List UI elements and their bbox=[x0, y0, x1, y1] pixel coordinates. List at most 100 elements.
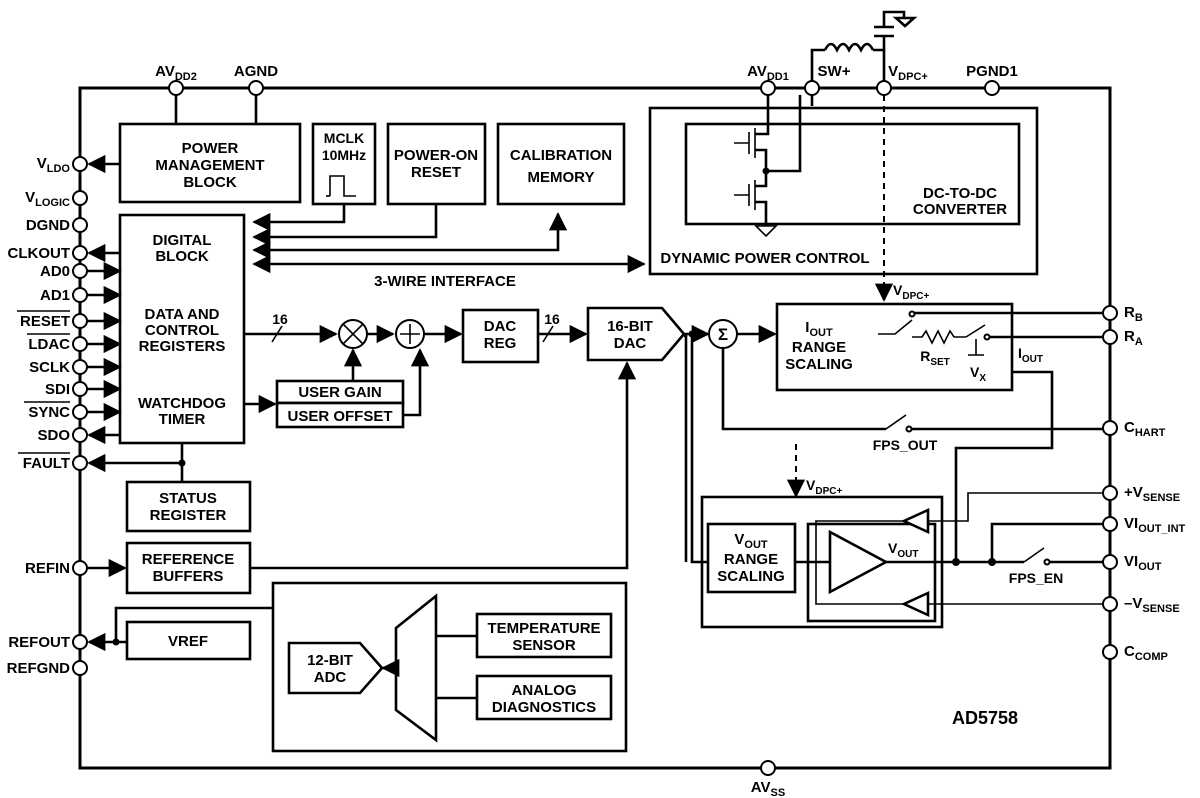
pin-viout: VIOUT bbox=[1102, 553, 1162, 573]
svg-text:RB: RB bbox=[1124, 304, 1143, 324]
pin-vlogic: VLOGIC bbox=[25, 189, 88, 209]
svg-text:CALIBRATION: CALIBRATION bbox=[510, 147, 612, 164]
svg-text:PGND1: PGND1 bbox=[966, 63, 1018, 80]
user-gain-block: USER GAIN bbox=[275, 379, 405, 405]
pin-refgnd: REFGND bbox=[7, 660, 88, 677]
power-on-reset-block: POWER-ON RESET bbox=[386, 122, 487, 206]
multiplier-node bbox=[338, 319, 368, 349]
svg-text:CONVERTER: CONVERTER bbox=[913, 201, 1007, 218]
status-register-block: STATUS REGISTER bbox=[125, 480, 252, 533]
svg-text:DIGITAL: DIGITAL bbox=[153, 232, 212, 249]
bus-width-label-2: 16 bbox=[544, 311, 560, 327]
svg-text:REGISTERS: REGISTERS bbox=[139, 338, 226, 355]
calibration-memory-block: CALIBRATION MEMORY bbox=[496, 122, 626, 206]
svg-text:MCLK: MCLK bbox=[324, 130, 364, 146]
svg-text:16-BIT: 16-BIT bbox=[607, 318, 653, 335]
vdpc-plus-label-2: VDPC+ bbox=[806, 477, 842, 497]
svg-text:REFGND: REFGND bbox=[7, 660, 71, 677]
svg-text:SYNC: SYNC bbox=[28, 404, 70, 421]
pin-ad1: AD1 bbox=[40, 287, 88, 304]
user-offset-block: USER OFFSET bbox=[275, 401, 405, 429]
svg-text:LDAC: LDAC bbox=[28, 336, 70, 353]
svg-text:ANALOG: ANALOG bbox=[512, 682, 577, 699]
svg-text:DATA AND: DATA AND bbox=[145, 306, 220, 323]
summing-node: Σ bbox=[708, 319, 738, 349]
svg-text:BUFFERS: BUFFERS bbox=[153, 568, 224, 585]
svg-text:AVDD2: AVDD2 bbox=[155, 63, 197, 83]
svg-text:FPS_EN: FPS_EN bbox=[1009, 570, 1063, 586]
svg-text:+VSENSE: +VSENSE bbox=[1124, 484, 1180, 504]
svg-text:VIOUT: VIOUT bbox=[1124, 553, 1162, 573]
pin-refin: REFIN bbox=[25, 560, 88, 577]
svg-text:DIAGNOSTICS: DIAGNOSTICS bbox=[492, 699, 596, 716]
pin-avss: AVSS bbox=[751, 760, 785, 798]
svg-text:CLKOUT: CLKOUT bbox=[8, 245, 71, 262]
pin-ldac: LDAC bbox=[27, 333, 88, 353]
svg-text:VOUT: VOUT bbox=[734, 531, 768, 551]
svg-text:SDI: SDI bbox=[45, 381, 70, 398]
pin-avdd2: AVDD2 bbox=[155, 63, 197, 96]
pin-sdi: SDI bbox=[45, 381, 88, 398]
svg-text:USER OFFSET: USER OFFSET bbox=[287, 408, 392, 425]
svg-text:REFERENCE: REFERENCE bbox=[142, 551, 235, 568]
mclk-block: MCLK 10MHz bbox=[311, 122, 377, 206]
svg-text:BLOCK: BLOCK bbox=[155, 248, 208, 265]
external-capacitor bbox=[874, 10, 918, 50]
pin-refout: REFOUT bbox=[8, 634, 88, 651]
digital-block: DIGITAL BLOCK DATA AND CONTROL REGISTERS… bbox=[118, 213, 246, 445]
svg-text:10MHz: 10MHz bbox=[322, 147, 366, 163]
svg-text:DGND: DGND bbox=[26, 217, 70, 234]
svg-text:POWER-ON: POWER-ON bbox=[394, 147, 478, 164]
pin-rb: RB bbox=[1102, 304, 1143, 324]
svg-text:SW+: SW+ bbox=[818, 63, 851, 80]
svg-text:MANAGEMENT: MANAGEMENT bbox=[155, 157, 264, 174]
vdpc-plus-label-1: VDPC+ bbox=[893, 282, 929, 302]
multiplexer bbox=[394, 593, 438, 743]
pin-clkout: CLKOUT bbox=[8, 245, 88, 262]
sense-buffer-minus bbox=[815, 562, 1103, 618]
svg-text:BLOCK: BLOCK bbox=[183, 174, 236, 191]
svg-text:SDO: SDO bbox=[37, 427, 70, 444]
power-transistors bbox=[734, 95, 802, 238]
analog-diagnostics-block: ANALOG DIAGNOSTICS bbox=[475, 674, 613, 721]
pin-agnd: AGND bbox=[234, 63, 278, 96]
temperature-sensor-block: TEMPERATURE SENSOR bbox=[475, 612, 613, 659]
reference-buffers-block: REFERENCE BUFFERS bbox=[125, 541, 252, 595]
pin-vdpc-plus: VDPC+ bbox=[876, 63, 928, 96]
vout-label: VOUT bbox=[888, 540, 918, 560]
svg-text:RANGE: RANGE bbox=[724, 551, 778, 568]
svg-text:WATCHDOG: WATCHDOG bbox=[138, 395, 226, 412]
pin-avdd1: AVDD1 bbox=[747, 63, 789, 96]
pin-ccomp: CCOMP bbox=[1102, 643, 1168, 663]
svg-text:POWER: POWER bbox=[182, 140, 239, 157]
svg-text:SCLK: SCLK bbox=[29, 359, 70, 376]
svg-text:REGISTER: REGISTER bbox=[150, 507, 227, 524]
svg-text:DYNAMIC POWER CONTROL: DYNAMIC POWER CONTROL bbox=[660, 250, 869, 267]
pin-ad0: AD0 bbox=[40, 263, 88, 280]
pin-dgnd: DGND bbox=[26, 217, 88, 234]
svg-text:CCOMP: CCOMP bbox=[1124, 643, 1168, 663]
svg-text:TIMER: TIMER bbox=[159, 411, 206, 428]
svg-text:SCALING: SCALING bbox=[717, 568, 785, 585]
three-wire-interface-label: 3-WIRE INTERFACE bbox=[374, 273, 516, 290]
svg-text:Σ: Σ bbox=[718, 325, 728, 344]
iout-range-scaling-block: IOUT RANGE SCALING RSET VX bbox=[775, 302, 1103, 392]
dac-reg-block: DAC REG bbox=[461, 308, 540, 364]
svg-text:TEMPERATURE: TEMPERATURE bbox=[487, 620, 600, 637]
pin-vldo: VLDO bbox=[37, 155, 88, 175]
power-management-block: POWER MANAGEMENT BLOCK bbox=[118, 122, 302, 204]
svg-text:DAC: DAC bbox=[614, 335, 647, 352]
svg-text:MEMORY: MEMORY bbox=[528, 169, 595, 186]
vref-block: VREF bbox=[125, 620, 252, 661]
pin-plus-vsense: +VSENSE bbox=[1102, 484, 1180, 504]
pin-viout-int: VIOUT_INT bbox=[1102, 515, 1186, 535]
vout-amplifier bbox=[828, 529, 889, 595]
svg-text:AD1: AD1 bbox=[40, 287, 70, 304]
svg-text:VDPC+: VDPC+ bbox=[888, 63, 928, 83]
pin-sync: SYNC bbox=[24, 401, 88, 421]
pin-chart: CHART bbox=[1102, 419, 1166, 439]
pin-reset: RESET bbox=[17, 310, 88, 330]
svg-text:REFOUT: REFOUT bbox=[8, 634, 70, 651]
svg-text:VLDO: VLDO bbox=[37, 155, 71, 175]
